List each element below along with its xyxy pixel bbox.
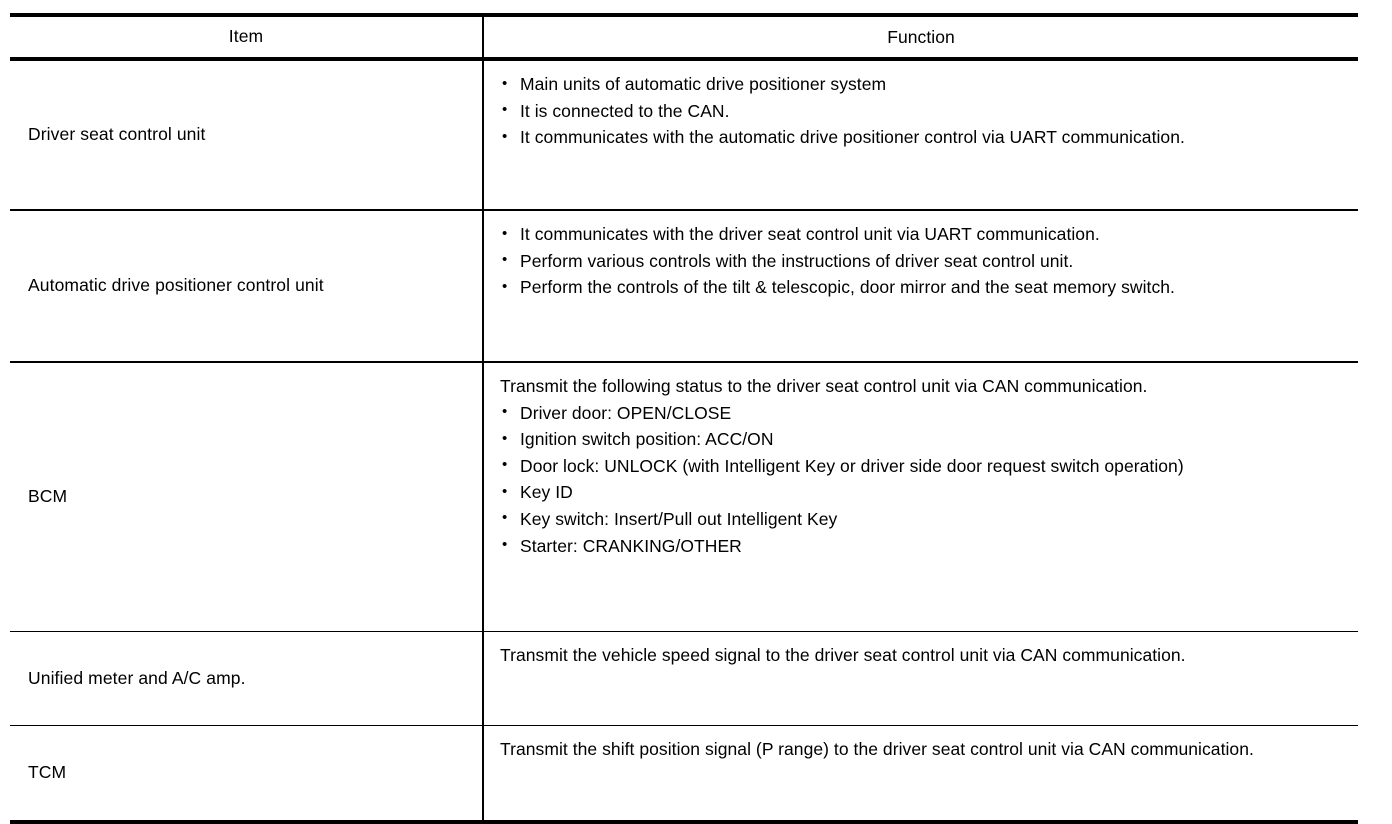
function-bullet-list: Driver door: OPEN/CLOSE Ignition switch … [500, 399, 1348, 560]
table-row: Automatic drive positioner control unit … [10, 210, 1358, 363]
row-item-label: BCM [10, 362, 484, 632]
row-function-cell: It communicates with the driver seat con… [483, 210, 1358, 363]
list-item: Driver door: OPEN/CLOSE [500, 399, 1348, 427]
table-body: Item Function Driver seat control unit M… [10, 13, 1358, 824]
function-lead-text: Transmit the vehicle speed signal to the… [500, 645, 1186, 665]
row-function-cell: Transmit the following status to the dri… [483, 362, 1358, 632]
list-item: It communicates with the automatic drive… [500, 124, 1348, 151]
list-item: Door lock: UNLOCK (with Intelligent Key … [500, 452, 1348, 480]
table-header-row: Item Function [10, 13, 1358, 61]
table-row: BCM Transmit the following status to the… [10, 362, 1358, 632]
column-header-function: Function [483, 13, 1358, 61]
list-item: Key ID [500, 479, 1348, 506]
row-function-cell: Main units of automatic drive positioner… [483, 59, 1358, 211]
document-page: Item Function Driver seat control unit M… [0, 0, 1392, 718]
list-item: Ignition switch position: ACC/ON [500, 426, 1348, 453]
row-function-cell: Transmit the vehicle speed signal to the… [483, 631, 1358, 726]
table-row: Unified meter and A/C amp. Transmit the … [10, 631, 1358, 726]
function-lead-text: Transmit the following status to the dri… [500, 376, 1148, 396]
function-lead-text: Transmit the shift position signal (P ra… [500, 739, 1254, 759]
component-parts-function-table: Item Function Driver seat control unit M… [10, 13, 1358, 824]
list-item: Starter: CRANKING/OTHER [500, 532, 1348, 560]
function-bullet-list: Main units of automatic drive positioner… [500, 71, 1348, 151]
row-function-cell: Transmit the shift position signal (P ra… [483, 725, 1358, 824]
row-item-label: Driver seat control unit [10, 59, 484, 211]
table-row: TCM Transmit the shift position signal (… [10, 725, 1358, 824]
column-header-item: Item [10, 13, 484, 61]
table-row: Driver seat control unit Main units of a… [10, 59, 1358, 211]
list-item: Main units of automatic drive positioner… [500, 71, 1348, 98]
function-bullet-list: It communicates with the driver seat con… [500, 221, 1348, 301]
row-item-label: Unified meter and A/C amp. [10, 631, 484, 726]
list-item: Perform various controls with the instru… [500, 247, 1348, 275]
list-item: Perform the controls of the tilt & teles… [500, 274, 1348, 301]
row-item-label: TCM [10, 725, 484, 824]
list-item: It communicates with the driver seat con… [500, 221, 1348, 248]
row-item-label: Automatic drive positioner control unit [10, 210, 484, 363]
list-item: Key switch: Insert/Pull out Intelligent … [500, 505, 1348, 533]
list-item: It is connected to the CAN. [500, 97, 1348, 125]
